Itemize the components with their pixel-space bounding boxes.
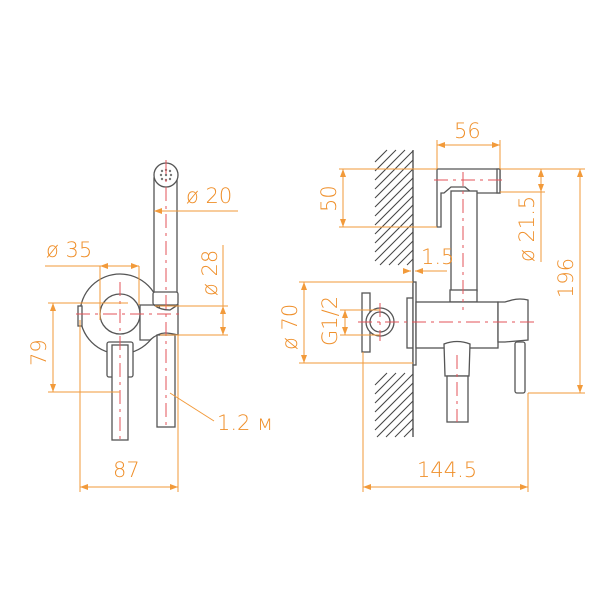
dim-width: 87 [113, 458, 140, 482]
hatch-line [374, 372, 406, 404]
dim-total-depth: 144.5 [417, 458, 477, 482]
dim-head-diameter: ø 21.5 [515, 196, 539, 262]
lever-head [497, 298, 529, 343]
hatch-line [374, 372, 388, 386]
connector [406, 297, 414, 349]
side-view: 56 50 ø 21.5 196 1.5 ø 70 G1/2 144. [278, 119, 585, 492]
hatch-line [374, 391, 414, 431]
hatch-line [374, 150, 414, 190]
hatch-line [374, 168, 414, 208]
dim-thread: G1/2 [318, 296, 342, 346]
hatch-line [388, 240, 414, 266]
hatch-line [374, 177, 414, 217]
dim-wall-gap: 1.5 [421, 245, 454, 269]
hatch-line [374, 222, 414, 262]
hatch-line [374, 149, 397, 172]
hatch-line [374, 186, 414, 226]
dim-head-width: 56 [454, 119, 481, 143]
dim-holder-diameter: ø 28 [198, 250, 222, 296]
hatch-line [374, 195, 414, 235]
hatch-line [379, 231, 414, 266]
hatch-line [403, 427, 414, 438]
shower-stem [450, 190, 478, 292]
dim-head-height: 50 [317, 185, 341, 212]
front-view: ø 20 ø 35 ø 28 79 87 1.2 м [27, 160, 273, 492]
hatch-line [385, 409, 414, 438]
dim-hose-length: 1.2 м [217, 411, 273, 435]
hatch-line [376, 400, 414, 438]
hatch-line [374, 373, 414, 413]
hatch-line [397, 249, 414, 266]
wall-hatch [374, 149, 414, 438]
hatch-line [374, 149, 388, 163]
hatch-line [374, 372, 397, 395]
dim-plate-diameter: ø 35 [46, 238, 92, 262]
leader-line [169, 392, 215, 422]
hatch-line [374, 204, 414, 244]
dim-height: 79 [27, 339, 51, 366]
dim-head-diameter: ø 20 [186, 184, 232, 208]
mixer-body [415, 301, 499, 349]
hatch-line [394, 418, 414, 438]
hatch-line [374, 149, 406, 181]
hatch-line [374, 159, 414, 199]
head-end [496, 168, 501, 194]
hatch-line [374, 382, 414, 422]
hatch-line [374, 213, 414, 253]
lever-rod [514, 341, 526, 394]
hatch-line [406, 258, 414, 266]
dim-total-height: 196 [554, 258, 578, 298]
spray-nozzles [159, 168, 173, 182]
dim-flange-diameter: ø 70 [278, 304, 302, 350]
